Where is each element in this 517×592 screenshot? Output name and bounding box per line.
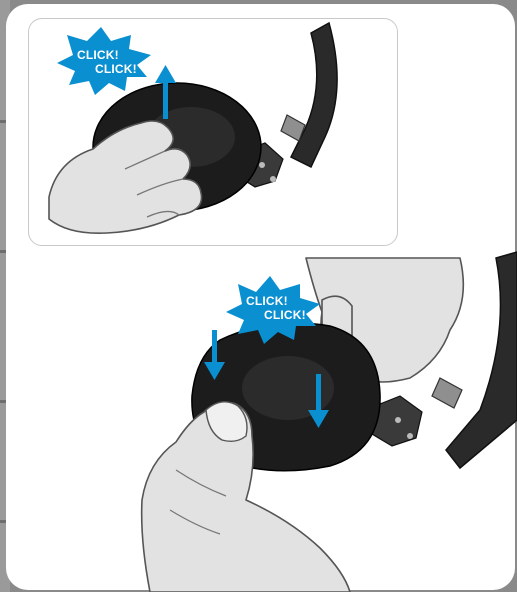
step-1-panel: CLICK! CLICK! <box>28 18 398 246</box>
step-1-illustration: CLICK! CLICK! <box>29 19 398 246</box>
click-sound-text-2b: CLICK! <box>264 308 306 322</box>
click-sound-text-1b: CLICK! <box>95 62 137 76</box>
headband-icon <box>291 23 337 167</box>
headband-slider-icon <box>432 378 462 408</box>
step-2-illustration: CLICK! CLICK! <box>0 250 517 592</box>
click-sound-text-1a: CLICK! <box>77 48 119 62</box>
click-sound-text-2a: CLICK! <box>246 294 288 308</box>
click-sound-burst-icon: CLICK! CLICK! <box>57 27 151 95</box>
